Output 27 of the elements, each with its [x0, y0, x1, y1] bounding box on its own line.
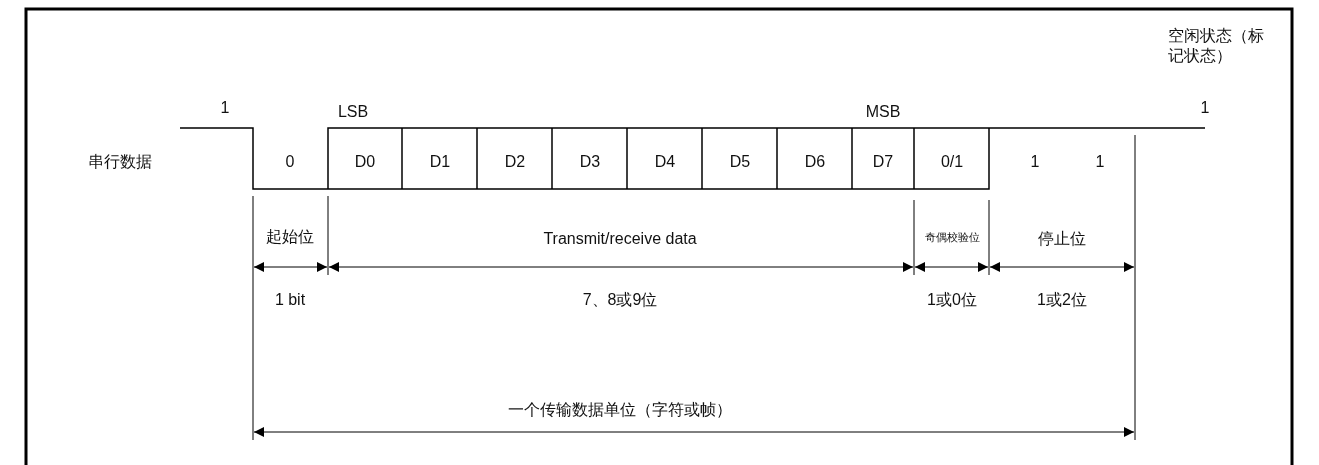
bit-order-label: MSB [865, 102, 901, 122]
idle-state-label: 空闲状态（标记状态） [1168, 26, 1265, 66]
bit-value: 1 [1095, 152, 1105, 172]
bit-value: D2 [504, 152, 526, 172]
bit-order-label: LSB [337, 102, 369, 122]
field-label: Transmit/receive data [543, 229, 697, 249]
bit-value: D5 [729, 152, 751, 172]
bit-value: D6 [804, 152, 826, 172]
dimension-label: 7、8或9位 [582, 290, 658, 310]
level-label: 1 [1200, 98, 1210, 118]
bit-value: D0 [354, 152, 376, 172]
dimension-label: 1或0位 [927, 290, 977, 310]
bit-value: 0/1 [940, 152, 964, 172]
bit-value: D1 [429, 152, 451, 172]
bit-value: 0 [285, 152, 295, 172]
field-label: 奇偶校验位 [924, 230, 980, 245]
dimension-label: 1 bit [274, 290, 306, 310]
dimension-label: 一个传输数据单位（字符或帧） [508, 400, 732, 420]
bit-value: 1 [1030, 152, 1040, 172]
field-label: 起始位 [266, 227, 314, 247]
bit-value: D3 [579, 152, 601, 172]
bit-value: D7 [872, 152, 894, 172]
level-label: 1 [220, 98, 230, 118]
signal-name: 串行数据 [88, 152, 152, 172]
field-label: 停止位 [1038, 229, 1086, 249]
dimension-label: 1或2位 [1037, 290, 1087, 310]
bit-value: D4 [654, 152, 676, 172]
